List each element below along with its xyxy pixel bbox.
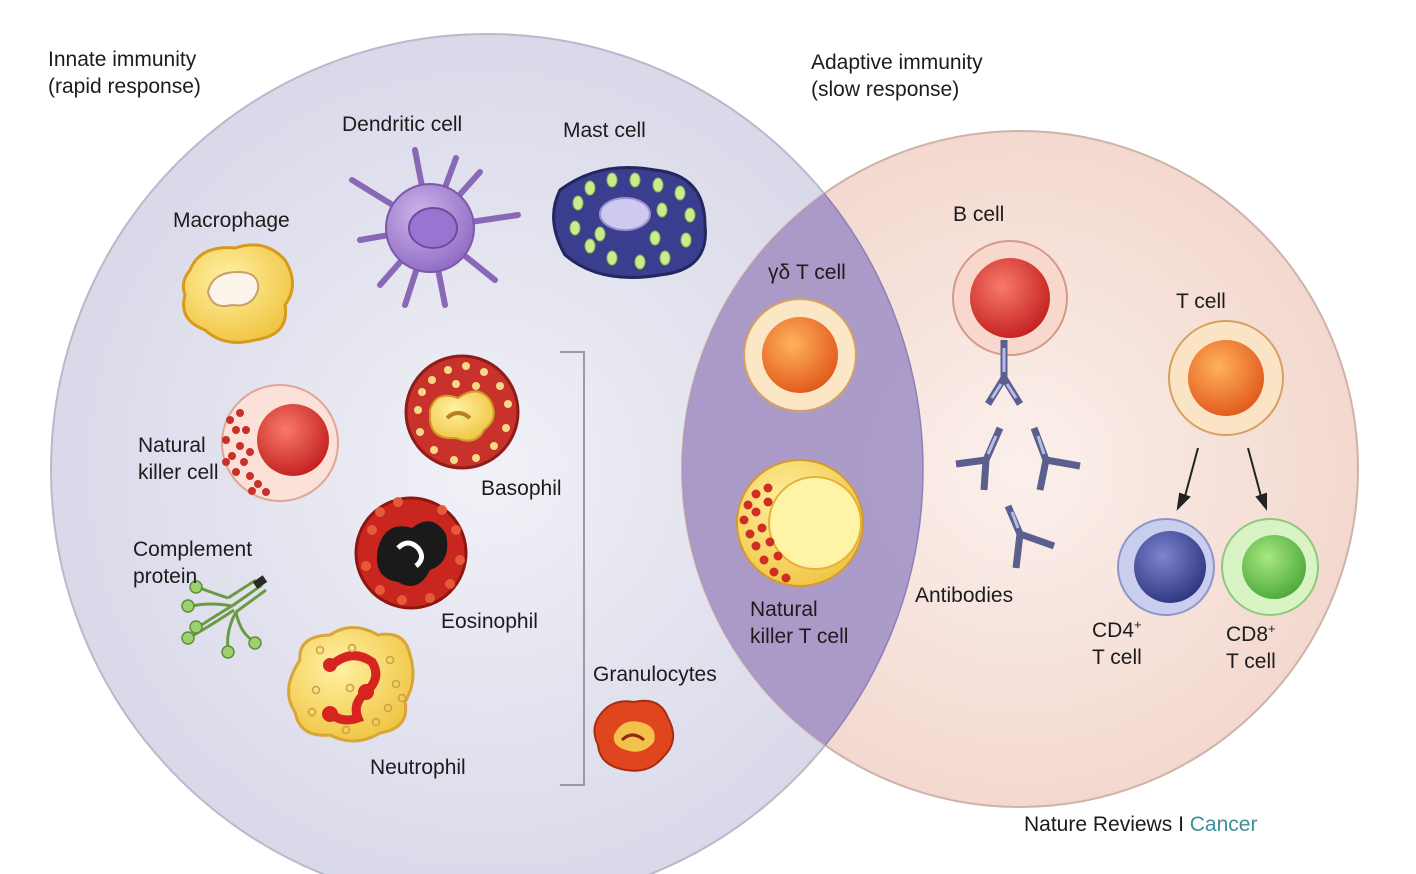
t-cell-graphic (1168, 320, 1284, 436)
basophil-graphic (404, 354, 520, 470)
gamma-delta-t-cell-label: γδ T cell (768, 261, 846, 284)
cd4-text: CD4 (1092, 619, 1135, 642)
complement-line1: Complement (133, 538, 253, 561)
gamma-delta-t-cell-graphic (743, 298, 857, 412)
cd4-superscript: + (1134, 617, 1142, 632)
nkt-line1: Natural (750, 598, 818, 621)
natural-killer-t-cell-graphic (736, 459, 864, 587)
natural-killer-t-cell-label: Natural killer T cell (750, 596, 848, 650)
credit-section: Cancer (1189, 813, 1258, 836)
cd4-t-cell-label: CD4+ T cell (1092, 617, 1142, 671)
granulocytes-label: Granulocytes (593, 663, 717, 686)
cd8-t-cell-graphic (1221, 518, 1319, 616)
cd4-t-cell-graphic (1117, 518, 1215, 616)
nk-line1: Natural (138, 434, 206, 457)
innate-immunity-title: Innate immunity (rapid response) (48, 46, 201, 100)
eosinophil-label: Eosinophil (441, 610, 538, 633)
credit-journal: Nature Reviews (1024, 813, 1173, 836)
antibodies-label: Antibodies (915, 584, 1014, 607)
natural-killer-cell-graphic (221, 384, 339, 502)
differentiation-arrows (1176, 447, 1267, 511)
mast-cell-graphic (552, 166, 707, 279)
t-cell-label: T cell (1176, 290, 1226, 313)
mast-cell-label: Mast cell (563, 119, 646, 142)
neutrophil-graphic (287, 626, 415, 743)
cd8-text: CD8 (1226, 623, 1269, 646)
granulocytes-graphic (593, 699, 675, 772)
complement-protein-label: Complement protein (133, 536, 252, 590)
natural-killer-cell-label: Natural killer cell (138, 432, 219, 486)
cd8-t-cell-label: CD8+ T cell (1226, 621, 1276, 675)
macrophage-label: Macrophage (173, 209, 290, 232)
adaptive-subtitle-text: (slow response) (811, 78, 960, 101)
eosinophil-graphic (354, 496, 468, 610)
b-cell-graphic (952, 240, 1068, 356)
dendritic-cell-label: Dendritic cell (342, 113, 463, 136)
basophil-label: Basophil (481, 477, 562, 500)
adaptive-immunity-title: Adaptive immunity (slow response) (811, 49, 983, 103)
adaptive-title-text: Adaptive immunity (811, 51, 983, 74)
nkt-line2: killer T cell (750, 625, 849, 648)
b-cell-label: B cell (953, 203, 1005, 226)
innate-subtitle-text: (rapid response) (48, 75, 201, 98)
neutrophil-label: Neutrophil (370, 756, 466, 779)
granulocytes-bracket (560, 351, 585, 786)
innate-title-text: Innate immunity (48, 48, 197, 71)
macrophage-graphic (181, 243, 294, 344)
nk-line2: killer cell (138, 461, 219, 484)
complement-line2: protein (133, 565, 198, 588)
credit-separator: I (1172, 813, 1190, 836)
journal-credit: Nature Reviews I Cancer (1024, 811, 1257, 838)
cd4-line2: T cell (1092, 646, 1142, 669)
cd8-superscript: + (1268, 621, 1276, 636)
cd8-line2: T cell (1226, 650, 1276, 673)
